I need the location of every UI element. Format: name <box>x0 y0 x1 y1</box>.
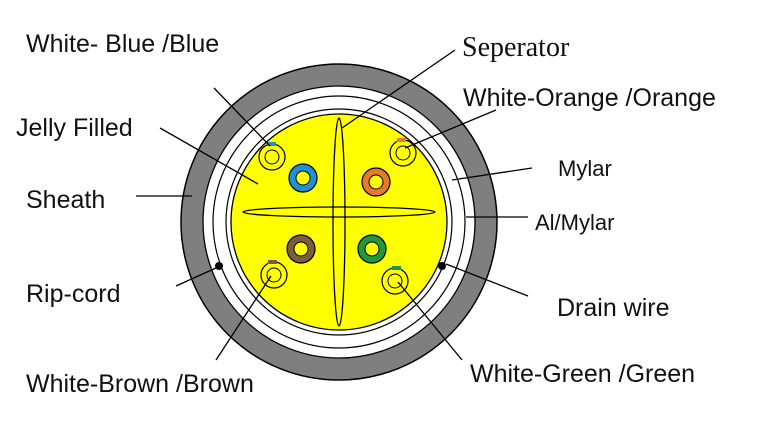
stripe-green <box>392 266 401 270</box>
stripe-orange <box>397 138 406 142</box>
label-mylar: Mylar <box>558 156 612 181</box>
stripe-brown <box>268 260 277 264</box>
leader-white-green <box>397 281 463 361</box>
pair-orange <box>361 138 417 197</box>
leader-white-orange <box>404 109 497 149</box>
leader-white-blue <box>213 87 271 147</box>
pair-blue <box>258 142 318 193</box>
label-drain-wire: Drain wire <box>557 294 670 322</box>
label-white-orange: White-Orange /Orange <box>463 84 716 112</box>
separator-horizontal <box>242 206 436 218</box>
stripe-blue <box>267 142 276 146</box>
rip-cord-dot <box>215 262 223 270</box>
label-al-mylar: Al/Mylar <box>535 210 614 235</box>
leader-white-brown <box>215 275 272 361</box>
leader-drain-wire <box>445 263 529 297</box>
leader-jelly <box>159 127 259 185</box>
label-white-blue: White- Blue /Blue <box>26 30 219 58</box>
label-white-green: White-Green /Green <box>470 360 695 388</box>
leader-rip-cord <box>175 267 217 287</box>
leader-separator <box>341 49 456 129</box>
leader-mylar <box>451 167 533 181</box>
label-separator: Seperator <box>462 32 570 63</box>
separator-vertical <box>332 117 346 327</box>
pair-green <box>357 234 409 295</box>
label-jelly-filled: Jelly Filled <box>16 114 133 142</box>
drain-wire-dot <box>438 262 446 270</box>
label-white-brown: White-Brown /Brown <box>26 370 254 398</box>
label-sheath: Sheath <box>26 186 105 214</box>
label-rip-cord: Rip-cord <box>26 280 120 308</box>
